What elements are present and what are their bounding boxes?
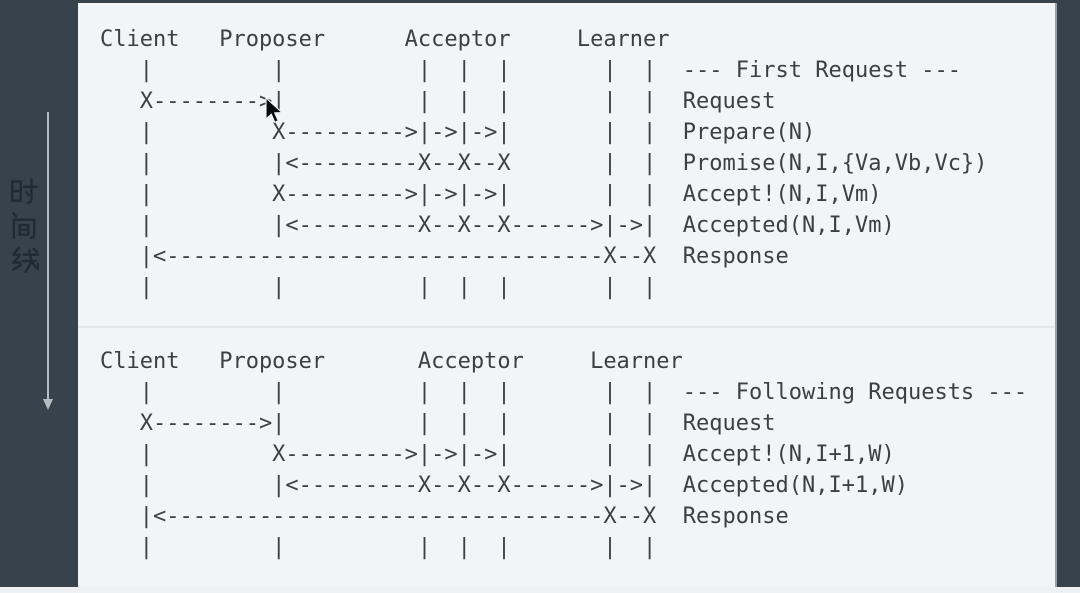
paxos-first-request-diagram: Client Proposer Acceptor Learner | | | |… [100,27,988,300]
hanzi-jian-interval-icon [12,212,36,240]
hanzi-shi-time-icon [11,178,39,205]
window-bottom-edge [0,587,1080,593]
paxos-following-requests-diagram: Client Proposer Acceptor Learner | | | |… [100,349,1028,560]
hanzi-xian-line-icon [12,247,39,273]
terminal-panel: Client Proposer Acceptor Learner | | | |… [78,3,1057,587]
timeline-down-arrow-icon [43,112,53,410]
timeline-label [9,175,39,275]
mouse-cursor-icon [265,97,284,124]
section-divider [78,326,1055,328]
